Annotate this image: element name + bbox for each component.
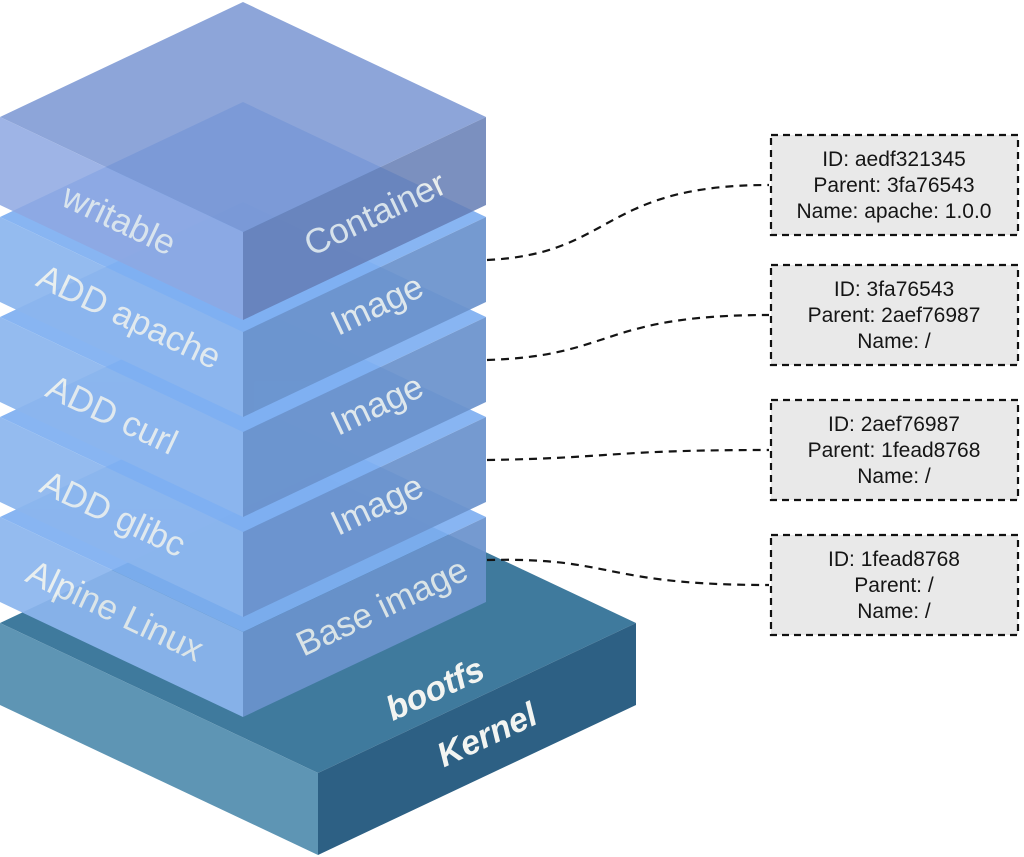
glibc-right-face <box>243 417 486 617</box>
connector-curl-image <box>486 313 770 362</box>
metadata-box-curl: ID: 3fa76543 Parent: 2aef76987 Name: / <box>769 263 1020 367</box>
metadata-box-apache: ID: aedf321345 Parent: 3fa76543 Name: ap… <box>769 133 1020 237</box>
apache-right-face <box>243 217 486 417</box>
layer-container: writable Container <box>0 2 486 320</box>
container-left-face <box>0 117 243 320</box>
box3-id: ID: 2aef76987 <box>828 413 960 436</box>
container-right-face <box>243 117 486 320</box>
connector-glibc-image <box>486 448 770 462</box>
box4-name: Name: / <box>857 600 931 623</box>
curl-left-face <box>0 317 243 517</box>
base-left-face <box>0 517 243 717</box>
apache-left-face <box>0 217 243 417</box>
box4-id: ID: 1fead8768 <box>828 548 960 571</box>
box2-parent: Parent: 2aef76987 <box>808 304 981 327</box>
metadata-box-apache-frame <box>769 133 1020 237</box>
box2-name: Name: / <box>857 330 931 353</box>
box2-id: ID: 3fa76543 <box>834 278 954 301</box>
box1-name: Name: apache: 1.0.0 <box>797 200 992 223</box>
box1-id: ID: aedf321345 <box>822 148 966 171</box>
metadata-box-glibc: ID: 2aef76987 Parent: 1fead8768 Name: / <box>769 398 1020 502</box>
box1-parent: Parent: 3fa76543 <box>813 174 974 197</box>
box3-parent: Parent: 1fead8768 <box>808 439 981 462</box>
metadata-box-curl-frame <box>769 263 1020 367</box>
base-right-face <box>243 517 486 717</box>
curl-right-face <box>243 317 486 517</box>
kernel-right-face <box>318 623 636 855</box>
kernel-left-face <box>0 623 318 855</box>
metadata-box-base: ID: 1fead8768 Parent: / Name: / <box>769 533 1020 637</box>
glibc-left-face <box>0 417 243 617</box>
metadata-box-glibc-frame <box>769 398 1020 502</box>
box3-name: Name: / <box>857 465 931 488</box>
box4-parent: Parent: / <box>854 574 934 597</box>
connector-apache-image <box>486 183 770 262</box>
metadata-box-base-frame <box>769 533 1020 637</box>
connector-base-image <box>486 558 770 587</box>
